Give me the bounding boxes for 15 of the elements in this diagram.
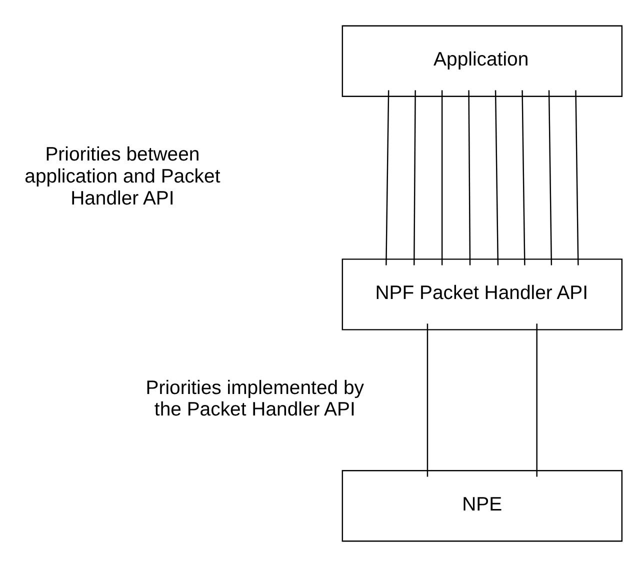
label: Priorities implemented by the Packet Handler API <box>146 376 364 420</box>
connector <box>386 90 390 265</box>
connector <box>494 90 499 265</box>
connector <box>414 90 416 265</box>
connector <box>426 323 428 476</box>
node-box: NPF Packet Handler API <box>342 258 623 330</box>
label: Priorities between application and Packet Handler API <box>24 143 220 209</box>
node-box: Application <box>342 24 623 96</box>
connector <box>468 90 471 265</box>
connector <box>441 90 443 265</box>
connector <box>522 90 526 265</box>
connector <box>575 90 579 265</box>
node-box: NPE <box>342 470 623 542</box>
connector <box>536 323 538 476</box>
connector <box>548 90 552 265</box>
